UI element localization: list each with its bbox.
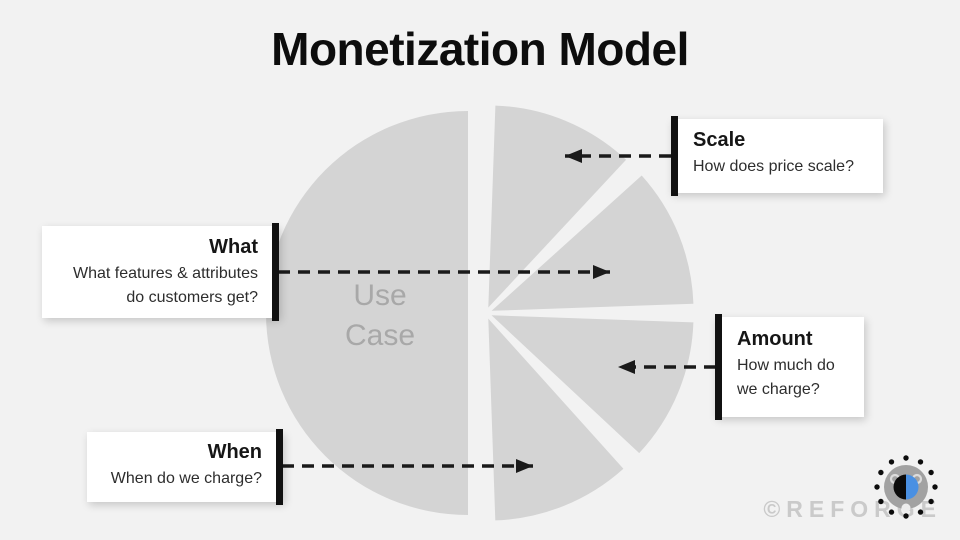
callout-when-title: When: [207, 441, 262, 463]
callout-what: What What features & attributes do custo…: [42, 223, 279, 321]
pie-center-label: Use Case: [290, 276, 470, 356]
pie-left-half-use-case: [266, 111, 468, 515]
callout-when-description: When do we charge?: [110, 470, 262, 487]
callout-scale-accent-bar: [671, 116, 678, 196]
callout-scale: Scale How does price scale?: [671, 116, 883, 196]
page-title: Monetization Model: [271, 23, 689, 75]
callout-amount-title: Amount: [737, 328, 813, 350]
callout-amount-accent-bar: [715, 314, 722, 420]
callout-scale-title: Scale: [693, 129, 746, 151]
pie-center-label-line2: Case: [344, 319, 416, 352]
callout-amount-description: How much do we charge?: [737, 357, 835, 398]
logo-core-black-half: [893, 474, 906, 500]
logo-core-blue-half: [906, 474, 919, 500]
logo-notch-bottom: [901, 503, 911, 513]
pie-slice-1: [488, 105, 627, 308]
callout-what-description: What features & attributes do customers …: [73, 265, 258, 306]
reforge-logo-icon: [874, 455, 938, 519]
callout-when-accent-bar: [276, 429, 283, 505]
callout-amount: Amount How much do we charge?: [715, 314, 864, 420]
pie-slice-2: [491, 175, 694, 311]
callout-what-accent-bar: [272, 223, 279, 321]
pie-slice-3: [491, 315, 694, 454]
logo-dot-ring: [874, 455, 938, 519]
pie-center-label-line1: Use: [353, 279, 407, 312]
callout-scale-description: How does price scale?: [693, 158, 854, 175]
callout-what-title: What: [209, 236, 258, 258]
callout-when: When When do we charge?: [87, 429, 283, 505]
